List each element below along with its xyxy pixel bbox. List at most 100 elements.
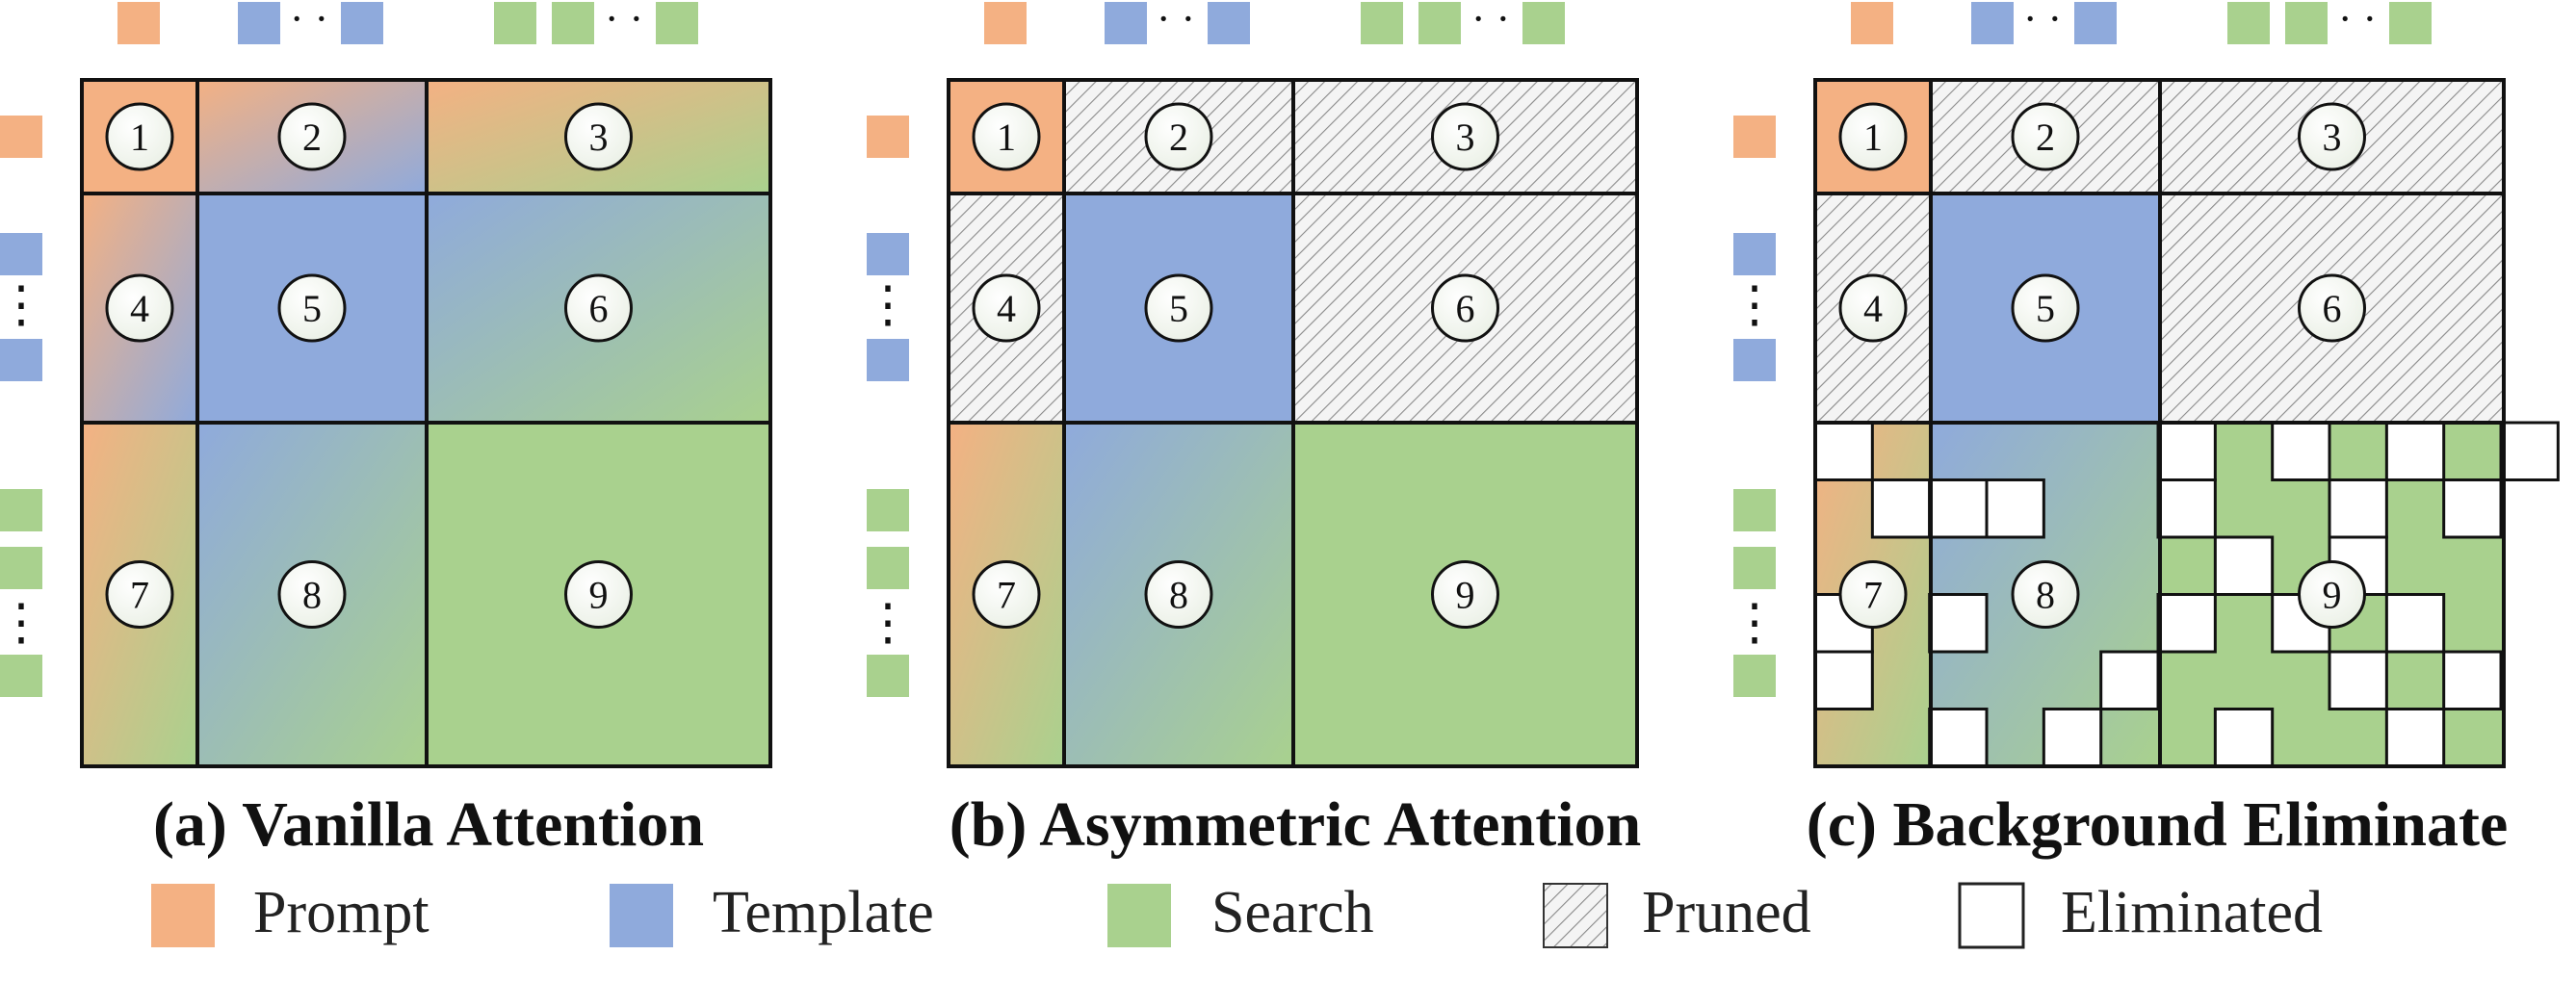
eliminated-token	[1985, 478, 2045, 539]
eliminated-token	[2384, 708, 2446, 768]
legend-label-search: Search	[1211, 880, 1374, 945]
legend-label-pruned: Pruned	[1642, 880, 1811, 945]
block-number-circle	[105, 560, 174, 629]
block-number-circle	[2011, 560, 2080, 629]
token-square	[1733, 116, 1776, 158]
block-number: 3	[1456, 116, 1475, 159]
block-number-circle	[2298, 273, 2366, 343]
block-number-circle	[277, 560, 347, 629]
block-number-circle	[105, 273, 174, 343]
block-number-circle	[277, 273, 347, 343]
block-number: 7	[1863, 574, 1883, 617]
eliminated-token	[2384, 421, 2446, 481]
token-square	[1208, 2, 1250, 44]
block-number: 8	[2036, 574, 2055, 617]
token-square	[0, 547, 42, 589]
eliminated-token	[2156, 421, 2217, 481]
block-number-circle	[105, 102, 174, 171]
legend-label-template: Template	[713, 880, 934, 945]
legend-swatch-eliminated	[1958, 882, 2025, 949]
eliminated-token	[2156, 478, 2217, 539]
ellipsis-dots: · ·	[2338, 0, 2377, 42]
eliminated-token	[2271, 421, 2331, 481]
eliminated-token	[1928, 478, 1989, 539]
token-square	[867, 116, 909, 158]
token-strip-top: · · · ·	[984, 0, 1565, 44]
token-strip-top: · · · ·	[1851, 0, 2432, 44]
block-number-circle	[1144, 560, 1213, 629]
caption-panel-b: (b) Asymmetric Attention	[950, 789, 1642, 860]
block-number: 4	[130, 287, 149, 330]
eliminated-token	[2442, 650, 2503, 710]
block-number-circle	[1144, 102, 1213, 171]
eliminated-token	[2213, 535, 2275, 596]
block-number: 4	[1863, 287, 1883, 330]
token-square	[867, 339, 909, 381]
block-number-circle	[1144, 273, 1213, 343]
token-square	[494, 2, 536, 44]
block-number-circle	[277, 102, 347, 171]
block-number-circle	[1431, 560, 1499, 629]
block-number: 2	[2036, 116, 2055, 159]
eliminated-token	[2328, 650, 2388, 710]
token-square	[656, 2, 698, 44]
block-number-circle	[1431, 273, 1499, 343]
token-square	[552, 2, 594, 44]
block-number-circle	[1838, 560, 1908, 629]
block-number: 5	[302, 287, 322, 330]
token-square	[341, 2, 383, 44]
eliminated-token	[1813, 421, 1874, 481]
block-number-circle	[1431, 102, 1499, 171]
block-number: 3	[589, 116, 609, 159]
vertical-ellipsis: ⋮	[1730, 596, 1780, 651]
token-square	[867, 233, 909, 275]
token-square	[1733, 655, 1776, 697]
token-square	[117, 2, 160, 44]
legend-swatch-template	[610, 884, 673, 947]
eliminated-token	[2384, 593, 2446, 654]
eliminated-token	[2042, 708, 2103, 768]
token-strip-left: ⋮⋮	[1730, 116, 1780, 697]
block-number: 6	[2323, 287, 2342, 330]
legend-swatch-pruned	[1543, 883, 1608, 948]
token-strip-left: ⋮⋮	[0, 116, 46, 697]
block-number: 5	[1169, 287, 1188, 330]
ellipsis-dots: · ·	[605, 0, 643, 42]
block-number: 2	[302, 116, 322, 159]
eliminated-token	[2156, 593, 2217, 654]
token-strip-top: · · · ·	[117, 0, 698, 44]
eliminated-token	[1870, 478, 1932, 539]
eliminated-token	[2442, 478, 2503, 539]
ellipsis-dots: · ·	[290, 0, 328, 42]
eliminated-token	[2213, 708, 2275, 768]
token-square	[867, 547, 909, 589]
vertical-ellipsis: ⋮	[863, 278, 913, 333]
token-square	[1733, 339, 1776, 381]
ellipsis-dots: · ·	[1157, 0, 1195, 42]
token-square	[2389, 2, 2432, 44]
eliminated-token	[2099, 650, 2160, 710]
eliminated-token	[1813, 650, 1874, 710]
block-number-circle	[1838, 273, 1908, 343]
block-number: 2	[1169, 116, 1188, 159]
token-square	[0, 233, 42, 275]
block-number: 4	[997, 287, 1016, 330]
block-number-circle	[972, 560, 1041, 629]
legend: Prompt Template Search Pruned Eliminated	[151, 880, 2323, 949]
block-number-circle	[2011, 102, 2080, 171]
block-number: 9	[2323, 574, 2342, 617]
token-square	[0, 489, 42, 531]
eliminated-token	[2499, 421, 2560, 481]
token-square	[0, 655, 42, 697]
legend-label-eliminated: Eliminated	[2061, 880, 2323, 945]
block-number: 7	[997, 574, 1016, 617]
ellipsis-dots: · ·	[1471, 0, 1510, 42]
block-number: 1	[1863, 116, 1883, 159]
block-number-circle	[564, 273, 633, 343]
token-square	[0, 339, 42, 381]
ellipsis-dots: · ·	[2023, 0, 2062, 42]
block-number: 3	[2323, 116, 2342, 159]
